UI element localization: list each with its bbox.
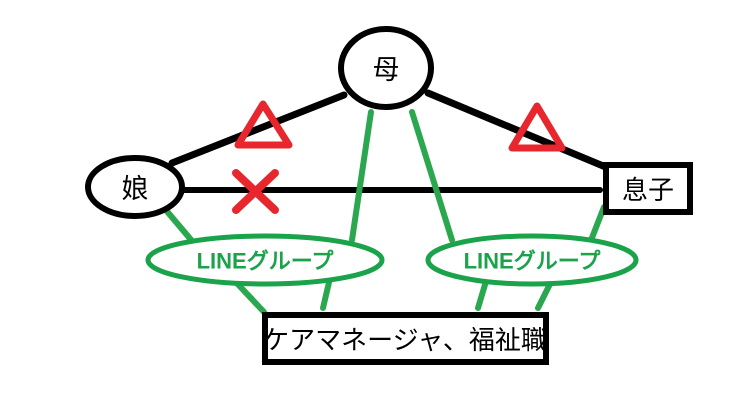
edge-mother-daughter bbox=[168, 91, 348, 167]
service-label: ケアマネージャ、福祉職 bbox=[263, 325, 547, 355]
line-group-left-ellipse-shape bbox=[145, 233, 385, 287]
node-son[interactable]: 息子 bbox=[603, 162, 693, 215]
mother-label: 母 bbox=[373, 55, 400, 85]
node-mother[interactable]: 母 bbox=[338, 26, 434, 110]
node-line-group-right[interactable]: LINEグループ bbox=[425, 233, 639, 287]
conflict-triangle-left-icon bbox=[234, 100, 293, 149]
line-group-right-ellipse-shape bbox=[425, 233, 639, 287]
son-box-shape bbox=[603, 162, 693, 215]
edge-mother-son bbox=[424, 89, 612, 172]
markers bbox=[232, 100, 566, 214]
line-group-right-label: LINEグループ bbox=[464, 249, 602, 274]
conflict-triangle-right-icon bbox=[508, 102, 566, 152]
node-line-group-left[interactable]: LINEグループ bbox=[145, 233, 385, 287]
daughter-ellipse-shape bbox=[85, 155, 185, 219]
mother-circle-shape bbox=[338, 26, 434, 110]
cutoff-cross-icon bbox=[232, 169, 279, 214]
son-label: 息子 bbox=[622, 175, 674, 205]
edge-mother-group-right bbox=[409, 109, 455, 243]
node-service[interactable]: ケアマネージャ、福祉職 bbox=[262, 312, 549, 365]
node-daughter[interactable]: 娘 bbox=[85, 155, 185, 219]
service-box-shape bbox=[262, 312, 549, 365]
line-group-left-label: LINEグループ bbox=[197, 249, 335, 274]
daughter-label: 娘 bbox=[122, 174, 149, 204]
edge-mother-group-left bbox=[349, 109, 374, 243]
edge-group-left-service-b bbox=[320, 275, 333, 311]
